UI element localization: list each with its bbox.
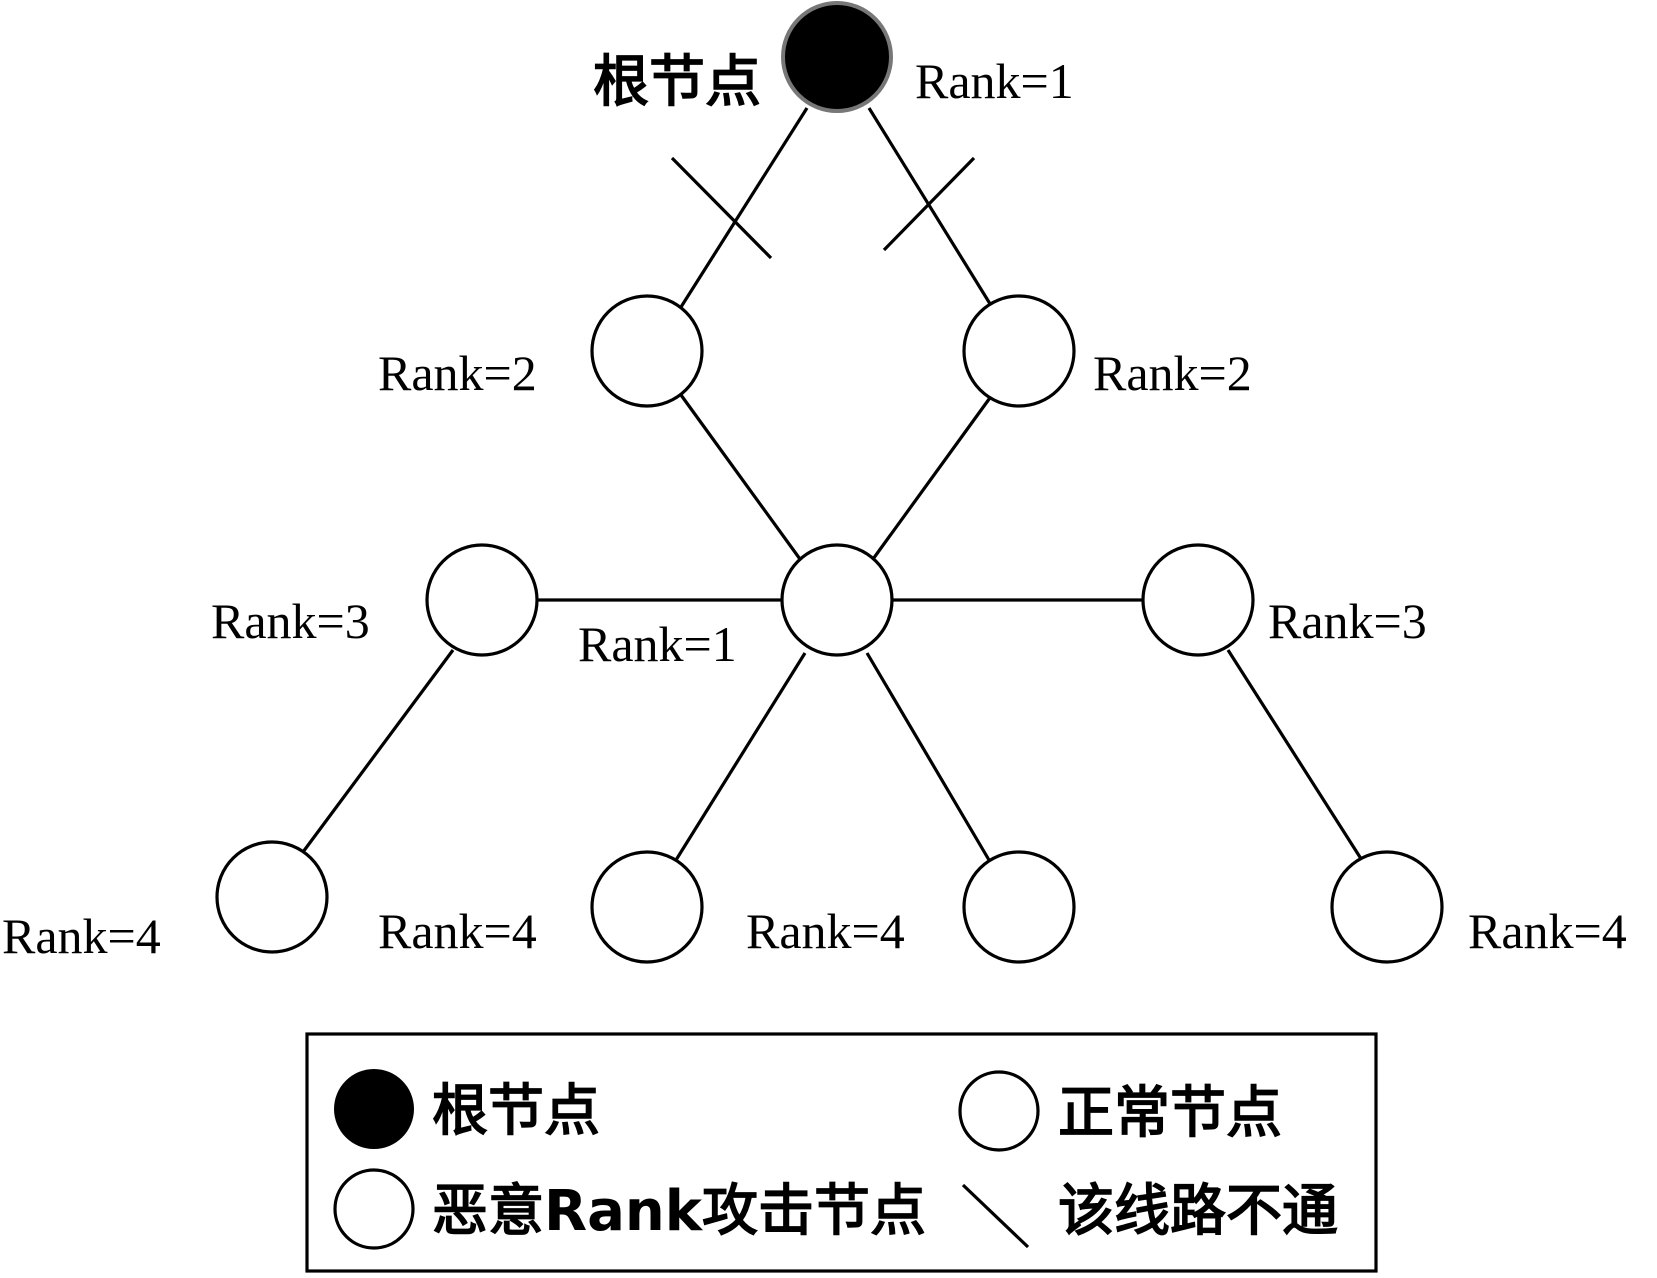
rank-label-malicious: Rank=1 [578,616,737,672]
legend-normal-label: 正常节点 [1058,1081,1282,1146]
node-l4-c [962,850,1076,964]
edge-malicious-l4-c [865,652,991,861]
edge-l2-left-malicious [679,394,807,567]
blocked-marks [670,156,976,260]
legend-normal-icon [958,1070,1040,1152]
rank-label-l4-d: Rank=4 [1468,903,1627,959]
edge-root-l2-right [867,107,994,308]
rank-label-root: Rank=1 [915,53,1074,109]
rank-label-l2-right: Rank=2 [1093,345,1252,401]
blocked-mark-right [882,156,976,252]
node-l2-left [590,294,704,408]
legend-blocked-label: 该线路不通 [1058,1179,1338,1244]
root-label: 根节点 [593,50,761,115]
edge-l3-left-l4-a [301,649,455,853]
legend-box [305,1032,1378,1273]
edge-root-l2-left [679,107,809,308]
rank-label-l4-a: Rank=4 [2,908,161,964]
edge-malicious-l4-b [674,652,807,861]
rank-label-l3-right: Rank=3 [1268,593,1427,649]
malicious-node [780,543,894,657]
legend-malicious-label: 恶意Rank攻击节点 [432,1179,926,1244]
rank-label-l2-left: Rank=2 [378,345,537,401]
nodes [215,1,1444,964]
legend-root-icon [334,1069,414,1149]
root-node [781,1,893,113]
node-l2-right [962,294,1076,408]
node-l3-left [425,543,539,657]
rank-label-l4-c: Rank=4 [746,903,905,959]
rank-label-l4-b: Rank=4 [378,903,537,959]
edge-l2-right-malicious [866,394,994,567]
legend-blocked-icon [961,1183,1030,1249]
legend: 根节点 正常节点 恶意Rank攻击节点 该线路不通 [305,1032,1378,1273]
node-l4-d [1330,850,1444,964]
node-l4-b [590,850,704,964]
edge-l3-right-l4-d [1226,649,1367,866]
legend-root-label: 根节点 [432,1079,600,1144]
rank-label-l3-left: Rank=3 [211,593,370,649]
labels: 根节点 Rank=1 Rank=2 Rank=2 Rank=1 Rank=3 R… [2,50,1627,964]
blocked-mark-left [670,156,773,260]
node-l4-a [215,840,329,954]
node-l3-right [1141,543,1255,657]
edges [301,107,1367,866]
legend-malicious-icon [333,1168,415,1250]
